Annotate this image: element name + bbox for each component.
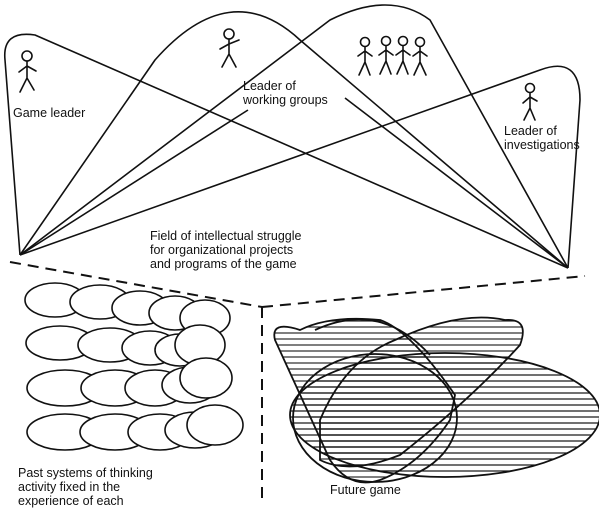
game-leader-cone: [4, 33, 569, 269]
past-systems-ellipses: [24, 282, 244, 451]
right-boundary: [261, 275, 586, 308]
working-groups-cone: [19, 11, 569, 269]
working-group-figures-icon: [357, 35, 428, 76]
future-game-label: Future game: [330, 483, 401, 497]
future-game-shapes: [273, 316, 599, 484]
game-leader-figure-icon: [18, 50, 37, 93]
leader-cones: [4, 4, 581, 269]
investigations-cone: [19, 65, 581, 269]
working-groups-leader-figure-icon: [219, 28, 240, 68]
group-cone: [19, 4, 569, 269]
game-leader-label: Game leader: [13, 106, 85, 120]
investigations-leader-figure-icon: [522, 82, 538, 121]
field-label: Field of intellectual struggle for organ…: [150, 229, 305, 271]
future-shape-circle: [292, 353, 458, 483]
working-groups-leader-label: Leader of working groups: [242, 79, 328, 107]
investigations-leader-label: Leader of investigations: [504, 124, 580, 152]
left-boundary: [9, 261, 263, 308]
past-systems-label: Past systems of thinking activity fixed …: [18, 466, 156, 508]
cross-line-1: [19, 109, 249, 256]
stick-figures: [18, 28, 538, 121]
cross-line-2: [344, 97, 569, 269]
dashed-boundaries: [9, 261, 586, 505]
